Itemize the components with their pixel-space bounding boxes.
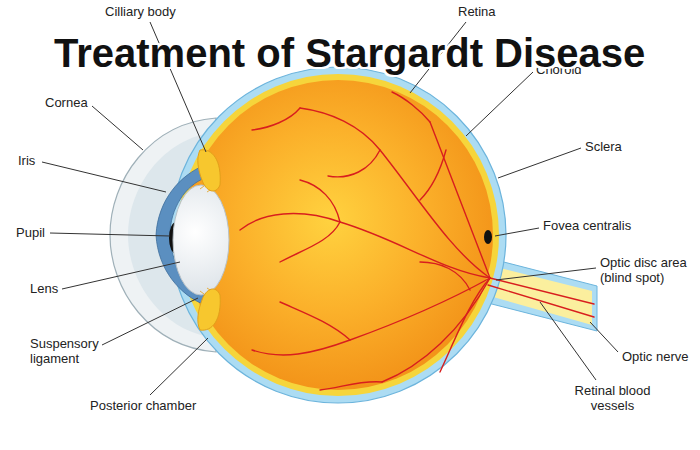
leader-lines: [42, 22, 618, 395]
retinal-vessels: [240, 214, 490, 278]
retinal-vessels: [252, 108, 300, 130]
retinal-vessels: [382, 278, 490, 382]
part-label: Retinal blood vessels: [565, 383, 660, 413]
leader-lines: [62, 262, 180, 289]
part-label: Fovea centralis: [543, 218, 631, 233]
retinal-vessels: [420, 262, 470, 290]
suspensory-ligament-lines: [200, 186, 204, 189]
retinal-vessels: [280, 302, 350, 340]
part-label: Pupil: [16, 225, 45, 240]
eyeball-shape: [170, 67, 506, 403]
leader-lines: [496, 268, 596, 280]
part-label: Suspensory ligament: [30, 336, 110, 366]
part-label: Sclera: [585, 139, 622, 154]
part-label: Cilliary body: [105, 4, 176, 19]
leader-lines: [495, 228, 539, 236]
part-label: Retina: [458, 4, 496, 19]
leader-lines: [466, 72, 533, 136]
leader-lines: [498, 148, 581, 178]
leader-lines: [150, 338, 208, 395]
retinal-vessels: [280, 222, 340, 262]
part-label: Optic disc area (blind spot): [600, 255, 695, 285]
retinal-vessels: [320, 382, 382, 390]
retinal-vessels: [430, 122, 490, 278]
leader-lines: [540, 302, 596, 380]
retinal-vessels: [488, 285, 594, 317]
retinal-vessels: [300, 180, 340, 222]
sclera-layer: [170, 67, 506, 403]
leader-lines: [102, 298, 198, 345]
retinal-vessels: [252, 278, 490, 355]
suspensory-ligament-lines: [207, 190, 210, 192]
optic-nerve-core: [486, 267, 592, 325]
fovea-dot: [484, 230, 492, 244]
retinal-vessels: [328, 150, 380, 177]
suspensory-ligament-lines: [207, 288, 210, 290]
ciliary-body-shape: [198, 150, 220, 191]
retinal-vessels: [440, 278, 490, 372]
part-label: Cornea: [45, 95, 88, 110]
lens-shape: [173, 185, 229, 295]
leader-lines: [590, 322, 618, 352]
leader-lines: [50, 233, 170, 236]
part-label: Posterior chamber: [90, 398, 196, 413]
retinal-vessels: [420, 150, 446, 200]
leader-lines: [92, 106, 143, 150]
retinal-vessels: [300, 108, 490, 278]
leader-lines: [42, 162, 166, 192]
retinal-vessels: [240, 92, 594, 390]
retinal-vessels: [392, 92, 430, 122]
suspensory-ligament-lines: [200, 186, 210, 294]
ciliary-body-shape: [198, 289, 220, 330]
part-label: Optic nerve: [622, 349, 688, 364]
part-label: Lens: [30, 281, 58, 296]
page-title: Treatment of Stargardt Disease: [54, 30, 645, 76]
retina-layer: [183, 80, 493, 390]
part-label: Iris: [18, 153, 35, 168]
suspensory-ligament-lines: [200, 291, 204, 294]
